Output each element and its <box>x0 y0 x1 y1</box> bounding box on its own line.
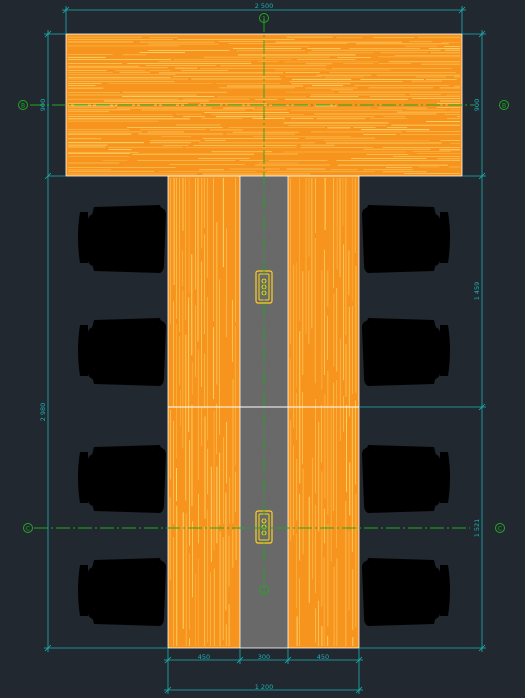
main-table <box>167 175 360 649</box>
axis-marker-head-right: B <box>499 100 509 110</box>
dim-right-upper: 1 459 <box>473 282 481 301</box>
chair-left-4 <box>78 558 166 626</box>
dim-bottom-overall: 1 200 <box>255 683 274 691</box>
axis-marker-lower-left-label: C <box>26 526 30 533</box>
axis-marker-head-left: B <box>18 100 28 110</box>
chair-right-4 <box>362 558 450 626</box>
dim-top-overall: 2 500 <box>255 2 274 10</box>
chair-left-1 <box>78 205 166 273</box>
chair-left-3 <box>78 445 166 513</box>
dim-right-lower: 1 521 <box>473 519 481 538</box>
dim-bottom-left: 450 <box>198 653 210 661</box>
chair-right-1 <box>362 205 450 273</box>
axis-marker-head-left-label: B <box>21 103 25 110</box>
dim-bottom-right: 450 <box>317 653 329 661</box>
axis-marker-head-right-label: B <box>502 103 506 110</box>
chair-right-2 <box>362 318 450 386</box>
axis-marker-lower-left: C <box>23 523 33 533</box>
chair-right-3 <box>362 445 450 513</box>
axis-lines <box>30 18 474 590</box>
axis-marker-lower-right: C <box>495 523 505 533</box>
dim-right-head: 900 <box>473 99 481 111</box>
axis-marker-top-label: 1 <box>262 16 266 23</box>
dim-left-overall: 2 980 <box>39 403 47 422</box>
chair-left-2 <box>78 318 166 386</box>
dim-left-head: 900 <box>39 99 47 111</box>
axis-marker-bottom-label: 1 <box>262 588 266 595</box>
dimension-lines <box>44 6 486 694</box>
dim-bottom-mid: 300 <box>258 653 270 661</box>
axis-marker-bottom: 1 <box>259 585 269 595</box>
axis-marker-lower-right-label: C <box>498 526 502 533</box>
axis-marker-top: 1 <box>259 13 269 23</box>
